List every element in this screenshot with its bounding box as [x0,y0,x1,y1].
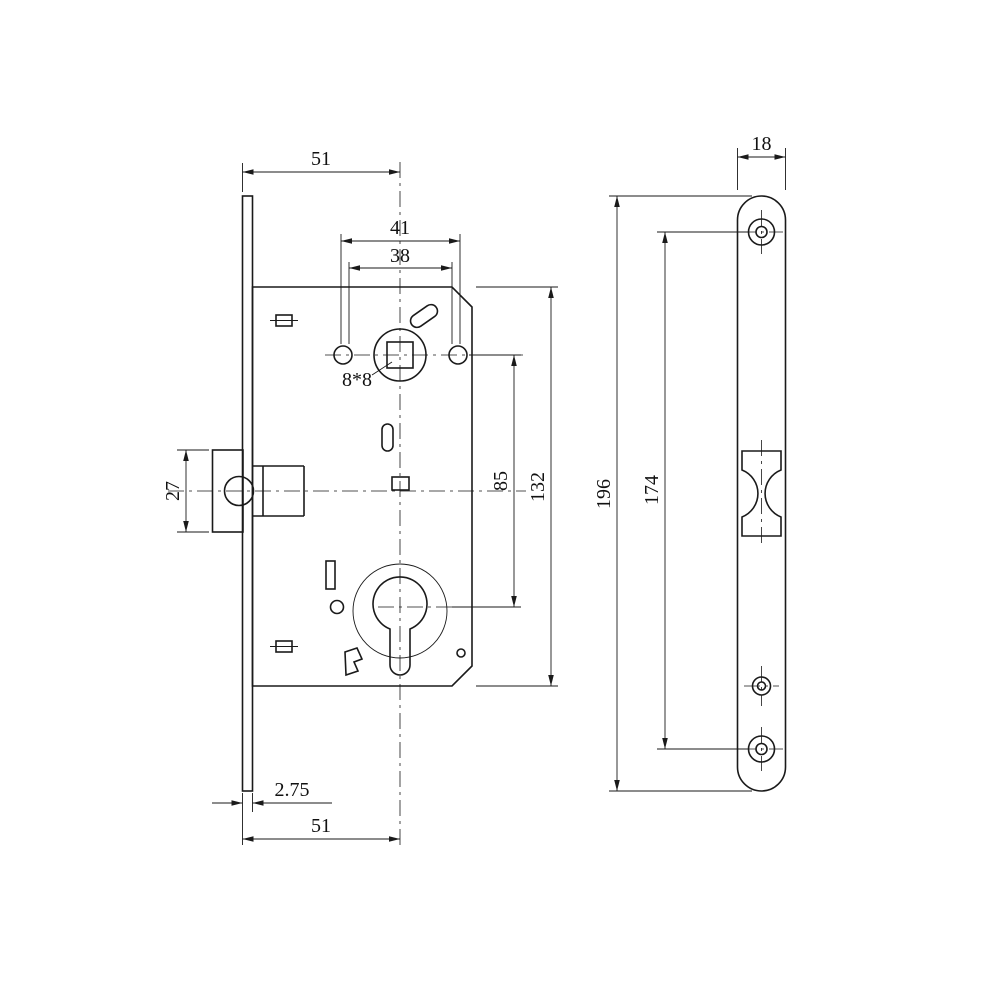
cylinder-boss-circle [352,563,448,659]
faceplate-edge [241,195,254,792]
dim-label-backset-top: 51 [311,148,331,170]
dim-label-latch-height: 27 [162,481,184,501]
pivot-hole [329,599,345,615]
dim-label-plate-length: 196 [593,479,615,509]
stop-block [391,476,410,491]
latch-roller [223,475,255,507]
dim-plate-width: 18 [737,133,786,190]
faceplate-front-view [736,195,787,792]
dim-spindle-square: 8*8 [342,361,393,391]
dim-label-plate-width: 18 [752,133,772,155]
dim-label-body-height: 132 [527,472,549,502]
faceplate-outline [736,195,787,792]
latch-cutout [741,450,782,537]
lock-side-view [168,162,526,845]
follower-screw-hole-right [448,345,468,365]
lock-lever [344,647,364,677]
dim-label-spindle-to-cylinder: 85 [490,471,512,491]
euro-cylinder-hole [372,576,428,676]
dim-backset-bottom: 51 [242,815,400,842]
slot-oblong [409,303,439,329]
dim-screw-hole-spacing: 174 [641,231,748,750]
spindle-follower-circle [373,328,427,382]
dim-label-hole-spacing-inner: 38 [390,245,410,267]
dim-label-spindle: 8*8 [342,369,372,391]
follower-screw-hole-left [333,345,353,365]
dim-hole-spacing-inner: 38 [348,245,453,344]
spring-cup [381,423,394,452]
dim-label-backset-bottom: 51 [311,815,331,837]
dim-faceplate-thickness: 2.75 [212,779,332,845]
latch-head [211,449,244,533]
dim-hole-spacing-outer: 41 [340,217,461,344]
lock-case [251,286,473,687]
dim-spindle-to-cylinder: 85 [452,354,521,608]
dim-backset-top: 51 [242,148,400,192]
dim-label-hole-spacing-outer: 41 [390,217,410,239]
dim-label-faceplate-thickness: 2.75 [275,779,310,801]
spindle-square-hole [386,341,414,369]
dim-plate-length: 196 [593,195,752,792]
rivet-hole [456,648,466,658]
dim-body-height: 132 [476,286,558,687]
lever-slot [325,560,336,590]
dim-label-screw-hole-spacing: 174 [641,475,663,505]
dim-latch-height: 27 [162,449,209,533]
